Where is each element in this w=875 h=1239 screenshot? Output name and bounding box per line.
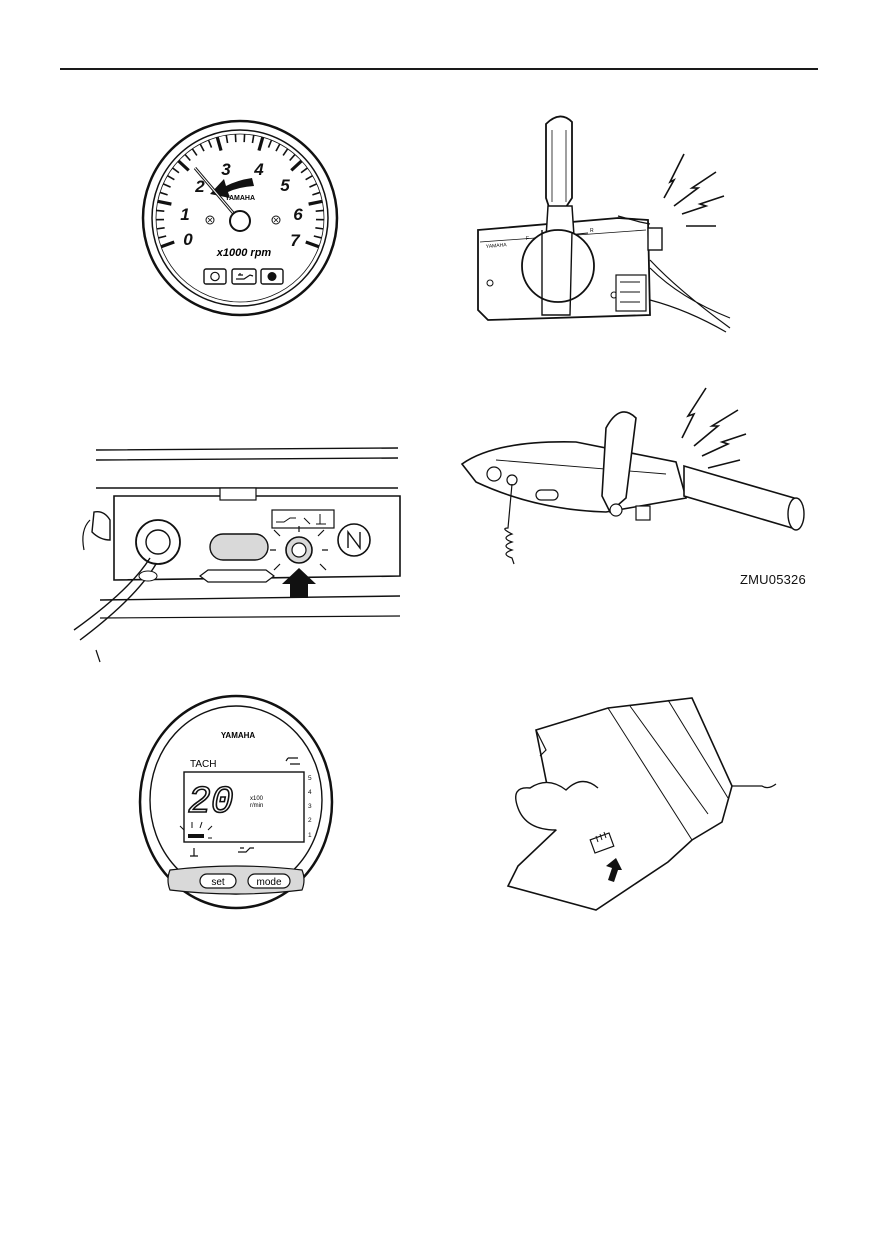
- dial-number-3: 3: [221, 160, 231, 179]
- scale-4: 4: [308, 789, 312, 796]
- buzzer-sound-icon: [663, 153, 725, 227]
- oil-can-icon: [231, 268, 257, 285]
- tachometer-tick: [251, 135, 255, 144]
- scale-1: 1: [308, 832, 312, 839]
- tachometer-tick: [267, 139, 273, 148]
- tachometer-tick: [305, 240, 320, 249]
- dial-number-7: 7: [290, 231, 301, 250]
- shift-mark-r: R: [590, 228, 594, 234]
- dial-number-0: 0: [183, 230, 193, 249]
- tachometer-tick: [158, 235, 167, 239]
- tachometer-tick: [290, 159, 303, 172]
- scale-2: 2: [308, 817, 312, 824]
- tachometer-tick: [282, 148, 289, 156]
- dial-number-5: 5: [280, 176, 290, 195]
- tachometer-brand: YAMAHA: [225, 195, 255, 202]
- tachometer-tick: [159, 191, 168, 196]
- tachometer-ticks: [156, 134, 324, 249]
- scale-3: 3: [308, 803, 312, 810]
- remote-brand: YAMAHA: [486, 242, 508, 250]
- tachometer-tick: [157, 199, 172, 206]
- analog-tachometer-illustration: 0 1 2 3 4 5 6 7 YAMAHA x1000 rpm: [140, 118, 340, 318]
- tachometer-tick: [156, 209, 165, 212]
- tachometer-tick: [309, 183, 318, 188]
- tachometer-tick: [167, 174, 175, 181]
- low-indicator-bar: [188, 834, 204, 838]
- temperature-icon: [190, 848, 198, 857]
- set-button-label: set: [211, 877, 225, 888]
- header-rule: [60, 68, 818, 70]
- shift-mark-f: F: [526, 236, 529, 242]
- lower-unit-illustration: [496, 690, 786, 920]
- tachometer-tick: [300, 167, 308, 174]
- tachometer-unit: x1000 rpm: [216, 247, 272, 259]
- tachometer-tick: [308, 199, 323, 206]
- tachometer-tick: [289, 153, 296, 162]
- dial-number-4: 4: [253, 160, 264, 179]
- remote-control-illustration: YAMAHA F N R: [468, 110, 738, 340]
- dial-number-6: 6: [293, 205, 303, 224]
- tachometer-tick: [275, 143, 281, 152]
- set-button[interactable]: [199, 873, 237, 889]
- check-engine-icon: [203, 268, 227, 285]
- rising-arrow-icon: [210, 178, 254, 198]
- pointer-arrow-icon: [606, 858, 622, 882]
- mode-button-label: mode: [256, 877, 281, 888]
- tachometer-tick: [207, 139, 213, 148]
- tachometer-tick: [315, 209, 324, 212]
- warning-lamp-icon: [270, 509, 335, 571]
- tachometer-tick: [315, 227, 324, 230]
- tachometer-tick: [215, 136, 223, 152]
- tachometer-tick: [160, 240, 175, 249]
- tachometer-tick: [191, 148, 198, 156]
- tachometer-tick: [312, 191, 321, 196]
- tachometer-tick: [313, 235, 322, 239]
- scale-5: 5: [308, 775, 312, 782]
- meter-reading: 20: [188, 781, 234, 824]
- tiller-handle-illustration: [456, 378, 816, 573]
- overheat-icon: [260, 268, 284, 285]
- meter-unit-bottom: r/min: [250, 803, 263, 809]
- tachometer-tick: [172, 167, 180, 174]
- oil-can-icon: [238, 847, 254, 853]
- needle-hub: [229, 210, 251, 232]
- tachometer-tick: [184, 153, 191, 162]
- tachometer-tick: [257, 136, 265, 152]
- tachometer-tick: [156, 227, 165, 230]
- tachometer-tick: [162, 183, 171, 188]
- figure-code: ZMU05326: [740, 572, 806, 587]
- mode-button[interactable]: [247, 873, 291, 889]
- tachometer-tick: [177, 159, 190, 172]
- dial-number-2: 2: [194, 177, 205, 196]
- cowling-warning-lamp-illustration: [70, 440, 410, 665]
- tachometer-tick: [199, 143, 205, 152]
- digital-meter-illustration: YAMAHA TACH 20 x100 r/min 5 4 3 2 1 set …: [136, 694, 336, 914]
- tachometer-tick: [305, 174, 313, 181]
- tachometer-tick: [225, 135, 229, 144]
- buzzer-sound-icon: [681, 387, 747, 469]
- meter-mode-label: TACH: [190, 759, 216, 770]
- dial-number-1: 1: [180, 205, 189, 224]
- meter-unit-top: x100: [250, 796, 264, 802]
- digital-meter-brand: YAMAHA: [221, 731, 256, 740]
- pointer-arrow-icon: [282, 568, 316, 598]
